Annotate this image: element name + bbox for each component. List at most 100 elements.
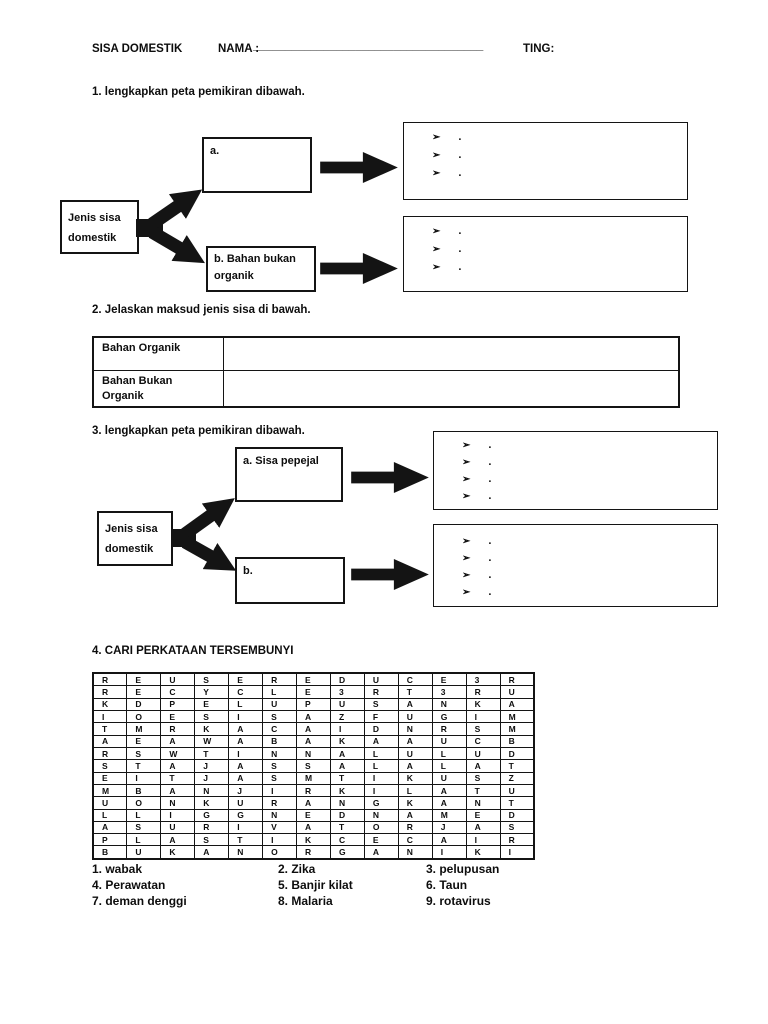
word-grid-cell: A [397, 808, 433, 822]
word-grid-cell: B [499, 734, 535, 748]
word-grid-cell: D [126, 697, 162, 712]
row-value-cell [224, 338, 678, 370]
word-grid-cell: U [262, 697, 298, 712]
word-grid-cell: L [262, 685, 298, 699]
word-grid-cell: S [499, 820, 535, 835]
word-grid-cell: A [296, 820, 331, 835]
word-grid-cell: N [296, 746, 331, 761]
word-grid-cell: I [92, 709, 128, 724]
bullet-dot: . [488, 456, 492, 468]
split-arrow [136, 189, 205, 264]
word-grid-cell: A [160, 734, 196, 748]
bullet-list: ➢.➢.➢. [404, 217, 687, 279]
q1-branch-box-b: b. Bahan bukan organik [206, 246, 316, 292]
word-grid-cell: A [329, 759, 365, 773]
word-grid-cell: A [296, 796, 331, 810]
word-grid-cell: K [194, 722, 230, 736]
word-grid-cell: T [194, 746, 230, 761]
word-grid-cell: A [296, 734, 331, 748]
word-grid-cell: N [262, 808, 298, 822]
q1-label: 1. lengkapkan peta pemikiran dibawah. [92, 86, 305, 98]
word-grid-cell: A [363, 734, 399, 748]
word-grid-cell: R [194, 820, 230, 835]
bullet-line: ➢. [432, 243, 687, 261]
word-grid-cell: U [431, 734, 467, 748]
word-grid-cell: A [92, 734, 128, 748]
arrow-bullet-icon: ➢ [462, 440, 471, 451]
word-grid-cell: K [329, 734, 365, 748]
arrow-bullet-icon: ➢ [462, 570, 471, 581]
word-grid-cell: E [228, 672, 264, 687]
word-grid-cell: L [363, 759, 399, 773]
arrow-bullet-icon: ➢ [462, 536, 471, 547]
word-grid-cell: J [194, 771, 230, 785]
word-grid-cell: C [465, 734, 501, 748]
word-grid-cell: A [160, 759, 196, 773]
word-grid-cell: S [194, 672, 230, 687]
word-grid-cell: K [397, 771, 433, 785]
word-grid-cell: M [499, 709, 535, 724]
word-grid-cell: T [499, 759, 535, 773]
table-row: Bahan Organik [94, 338, 678, 370]
answer-item: 2. Zika [278, 862, 316, 876]
word-grid-cell: E [296, 808, 331, 822]
word-grid-cell: K [194, 796, 230, 810]
word-grid-cell: T [126, 759, 162, 773]
arrow-bullet-icon: ➢ [462, 457, 471, 468]
bullet-dot: . [488, 552, 492, 564]
word-grid-cell: L [126, 833, 162, 847]
word-grid-cell: N [397, 845, 433, 860]
word-grid-cell: U [92, 796, 128, 810]
word-grid-cell: I [431, 845, 467, 860]
word-grid-cell: A [296, 722, 331, 736]
word-grid-cell: A [397, 759, 433, 773]
arrow-bullet-icon: ➢ [432, 244, 441, 255]
word-grid-cell: G [228, 808, 264, 822]
word-grid-cell: A [431, 783, 467, 798]
definition-table: Bahan Organik Bahan Bukan Organik [92, 336, 680, 408]
word-grid-cell: I [465, 833, 501, 847]
word-grid-cell: U [160, 672, 196, 687]
word-grid-cell: O [363, 820, 399, 835]
q3-branch-box-b: b. [235, 557, 345, 604]
word-grid-cell: V [262, 820, 298, 835]
word-grid-cell: A [160, 833, 196, 847]
word-grid-cell: I [228, 746, 264, 761]
word-grid-cell: K [296, 833, 331, 847]
word-grid-cell: M [296, 771, 331, 785]
bullet-line: ➢. [432, 261, 687, 279]
word-grid-cell: D [363, 722, 399, 736]
arrow-right-icon [320, 252, 398, 285]
word-grid-cell: U [465, 746, 501, 761]
arrow-bullet-icon: ➢ [432, 150, 441, 161]
q1-root-box: Jenis sisa domestik [60, 200, 139, 254]
word-grid-cell: T [499, 796, 535, 810]
word-grid-cell: D [499, 808, 535, 822]
word-grid-cell: N [329, 796, 365, 810]
word-grid-cell: A [397, 697, 433, 712]
arrow-bullet-icon: ➢ [462, 491, 471, 502]
word-grid-cell: R [296, 845, 331, 860]
word-grid-cell: T [329, 771, 365, 785]
word-grid-cell: L [363, 746, 399, 761]
word-grid-cell: S [126, 820, 162, 835]
word-grid-cell: R [499, 672, 535, 687]
row-label-cell: Bahan Bukan Organik [94, 371, 224, 406]
arrow-bullet-icon: ➢ [462, 474, 471, 485]
word-grid-cell: C [397, 833, 433, 847]
word-grid-cell: G [194, 808, 230, 822]
word-grid-cell: U [431, 771, 467, 785]
word-grid-cell: I [228, 820, 264, 835]
bullet-list: ➢.➢.➢.➢. [434, 525, 717, 603]
word-grid-cell: Z [499, 771, 535, 785]
answer-item: 9. rotavirus [426, 894, 491, 908]
word-grid-cell: A [228, 771, 264, 785]
q1-answer-box-bottom: ➢.➢.➢. [403, 216, 688, 292]
word-grid-cell: E [126, 734, 162, 748]
word-grid-cell: D [499, 746, 535, 761]
word-grid-cell: E [92, 771, 128, 785]
